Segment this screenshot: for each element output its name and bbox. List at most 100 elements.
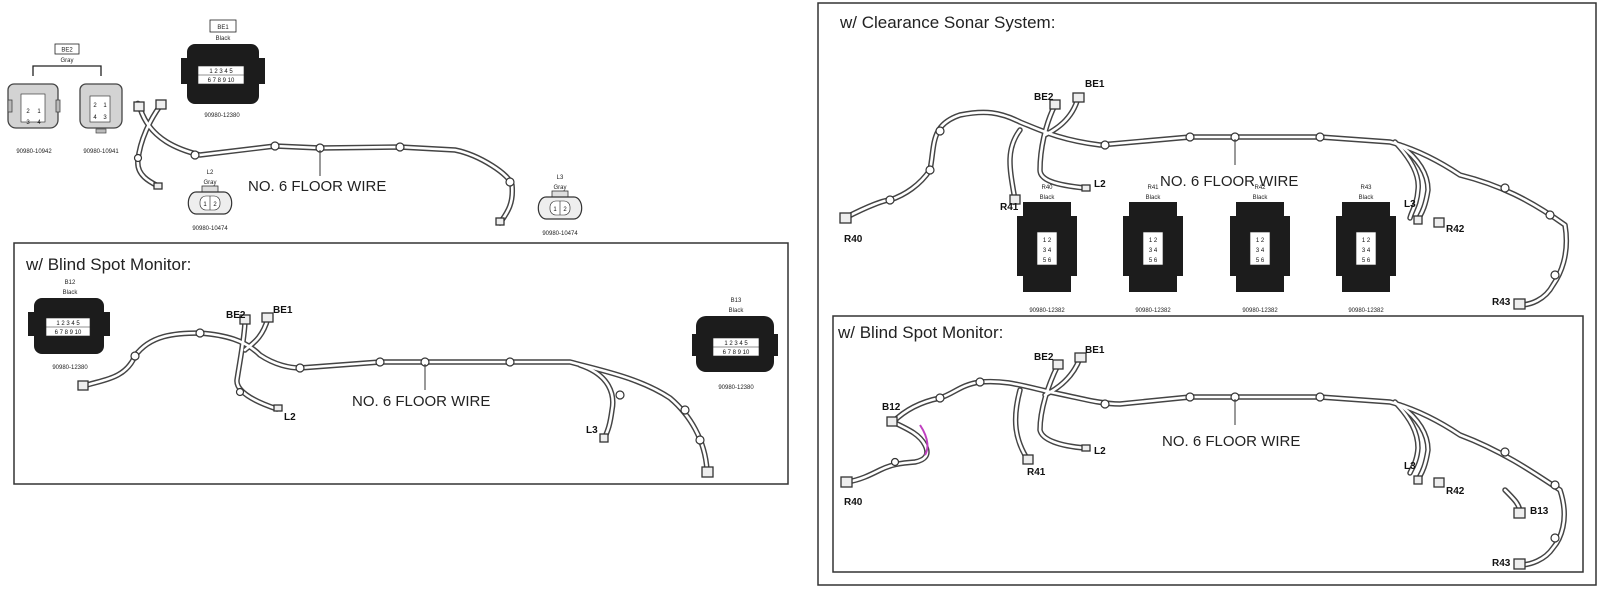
l3-connector-id: L3: [557, 175, 564, 181]
svg-text:2: 2: [213, 202, 217, 208]
sonar-be1-callout: BE1: [1085, 79, 1105, 90]
svg-text:3 4: 3 4: [1043, 248, 1052, 254]
be1-connector-part-number: 90980-12380: [204, 113, 240, 119]
r43-connector-part-number: 90980-12382: [1348, 308, 1384, 314]
bsm-right-title: w/ Blind Spot Monitor:: [837, 323, 1003, 342]
svg-text:5 6: 5 6: [1362, 258, 1371, 264]
svg-text:1 2: 1 2: [1256, 238, 1265, 244]
r41-connector-color: Black: [1146, 195, 1162, 201]
bsm-right-wire-label: NO. 6 FLOOR WIRE: [1162, 433, 1300, 450]
svg-text:2: 2: [93, 103, 97, 109]
sonar-r43-callout: R43: [1492, 297, 1511, 308]
svg-text:2: 2: [26, 109, 30, 115]
svg-text:3 4: 3 4: [1362, 248, 1371, 254]
b13-connector-part-number: 90980-12380: [718, 385, 754, 391]
sonar-r42-callout: R42: [1446, 224, 1465, 235]
svg-text:1 2: 1 2: [1362, 238, 1371, 244]
svg-text:4: 4: [37, 120, 41, 126]
be2-connector-id: BE2: [61, 48, 73, 54]
svg-text:2: 2: [563, 207, 567, 213]
r40-connector-color: Black: [1040, 195, 1056, 201]
svg-text:1: 1: [203, 202, 207, 208]
sonar-l2-callout: L2: [1094, 179, 1106, 190]
svg-text:1: 1: [553, 207, 557, 213]
svg-text:1 2 3 4 5: 1 2 3 4 5: [209, 69, 233, 75]
be1-connector: 1 2 3 4 5 6 7 8 9 10: [181, 44, 265, 104]
bsm-left-wire-label: NO. 6 FLOOR WIRE: [352, 393, 490, 410]
sonar-be2-callout: BE2: [1034, 92, 1054, 103]
bsm-right-r42-callout: R42: [1446, 486, 1465, 497]
be1-connector-id: BE1: [217, 25, 229, 31]
sonar-r40-callout: R40: [844, 234, 863, 245]
r43-connector-id: R43: [1360, 185, 1372, 191]
b12-connector-id: B12: [65, 280, 76, 286]
be2-connector-a: 2 1 3 4: [7, 83, 61, 129]
svg-text:6 7 8 9 10: 6 7 8 9 10: [208, 78, 235, 84]
svg-text:3 4: 3 4: [1149, 248, 1158, 254]
r42-connector-id: R42: [1254, 185, 1266, 191]
r40-connector-part-number: 90980-12382: [1029, 308, 1065, 314]
bsm-left-frame: [13, 242, 789, 485]
bsm-right-l3-callout: L3: [1404, 461, 1416, 472]
bsm-right-r43-callout: R43: [1492, 558, 1511, 569]
bsm-right-panel: w/ Blind Spot Monitor:: [832, 315, 1584, 573]
b13-connector-id: B13: [731, 298, 742, 304]
b13-connector-color: Black: [729, 308, 745, 314]
sonar-r41-callout: R41: [1000, 202, 1019, 213]
b12-connector: 1 2 3 4 5 6 7 8 9 10: [28, 298, 110, 354]
bsm-right-l2-callout: L2: [1094, 446, 1106, 457]
bsm-right-be1-callout: BE1: [1085, 345, 1105, 356]
bsm-right-b12-callout: B12: [882, 402, 901, 413]
be2-label-box: [54, 43, 80, 55]
r42-connector-color: Black: [1253, 195, 1269, 201]
svg-text:1 2 3 4 5: 1 2 3 4 5: [56, 321, 80, 327]
sonar-frame: [817, 2, 1597, 586]
b12-connector-color: Black: [63, 290, 79, 296]
bsm-right-r41-callout: R41: [1027, 467, 1046, 478]
svg-text:6 7 8 9 10: 6 7 8 9 10: [55, 330, 82, 336]
bsm-right-b13-callout: B13: [1530, 506, 1549, 517]
be2-connector-color: Gray: [60, 58, 73, 64]
b12-connector-part-number: 90980-12380: [52, 365, 88, 371]
l3-connector-part-number: 90980-10474: [542, 231, 578, 237]
be2-connector-b-part-number: 90980-10941: [83, 149, 119, 155]
svg-text:1 2: 1 2: [1149, 238, 1158, 244]
r41-connector-id: R41: [1147, 185, 1159, 191]
bsm-left-wire-bundle: [77, 312, 714, 478]
bsm-right-wire-bundle: [840, 352, 1567, 570]
bsm-right-be2-callout: BE2: [1034, 352, 1054, 363]
svg-text:1: 1: [37, 109, 41, 115]
sonar-l3-callout: L3: [1404, 199, 1416, 210]
svg-text:1: 1: [103, 103, 107, 109]
r42-connector-part-number: 90980-12382: [1242, 308, 1278, 314]
be2-bracket: [32, 65, 102, 76]
bsm-left-be2-callout: BE2: [226, 310, 246, 321]
r43-connector: R43 Black 1 2 3 4 5 6 90980-12382: [1336, 185, 1396, 314]
sonar-wire-label: NO. 6 FLOOR WIRE: [1160, 173, 1298, 190]
svg-text:4: 4: [93, 115, 97, 121]
svg-text:5 6: 5 6: [1256, 258, 1265, 264]
svg-text:3: 3: [26, 120, 30, 126]
l2-connector-color: Gray: [203, 180, 216, 186]
be1-connector-color: Black: [216, 36, 232, 42]
svg-text:1 2 3 4 5: 1 2 3 4 5: [724, 341, 748, 347]
r41-connector: R41 Black 1 2 3 4 5 6 90980-12382: [1123, 185, 1183, 314]
sonar-wire-bundle: [839, 92, 1570, 310]
r40-connector: R40 Black 1 2 3 4 5 6 90980-12382: [1017, 185, 1077, 314]
bsm-right-frame: [832, 315, 1584, 573]
svg-text:6 7 8 9 10: 6 7 8 9 10: [723, 350, 750, 356]
svg-text:3 4: 3 4: [1256, 248, 1265, 254]
svg-text:5 6: 5 6: [1043, 258, 1052, 264]
r43-connector-color: Black: [1359, 195, 1375, 201]
bsm-left-l3-callout: L3: [586, 425, 598, 436]
sonar-title: w/ Clearance Sonar System:: [839, 13, 1055, 32]
l3-connector-color: Gray: [553, 185, 566, 191]
be2-connector-a-part-number: 90980-10942: [16, 149, 52, 155]
svg-text:5 6: 5 6: [1149, 258, 1158, 264]
highlighted-wire-segment: [919, 424, 929, 456]
r41-connector-part-number: 90980-12382: [1135, 308, 1171, 314]
